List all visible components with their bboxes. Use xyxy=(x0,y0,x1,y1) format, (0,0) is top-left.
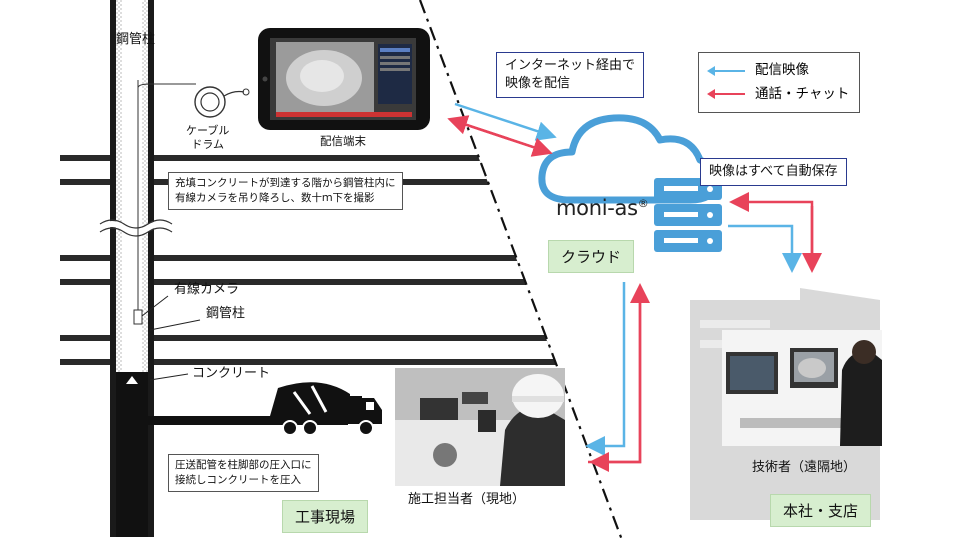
camera-cable xyxy=(133,80,143,325)
cloud-office-arrows xyxy=(728,192,822,273)
steel-column-top-label: 鋼管柱 xyxy=(116,32,156,47)
concrete-rise-arrow xyxy=(126,376,138,384)
cloud-worker-arrows xyxy=(585,282,650,472)
camera-descent-note: 充填コンクリートが到達する階から鋼管柱内に 有線カメラを吊り降ろし、数十ｍ下を撮… xyxy=(168,172,403,211)
engineer-label: 技術者（遠隔地） xyxy=(752,460,857,475)
service-name-text: moni-as xyxy=(556,196,638,220)
pressure-pipe-note: 圧送配管を柱脚部の圧入口に 接続しコンクリートを圧入 xyxy=(168,454,319,493)
site-area-label: 工事現場 xyxy=(282,500,369,533)
blue-arrow-icon xyxy=(707,65,745,76)
mixer-truck-icon xyxy=(270,382,382,436)
site-worker-label: 施工担当者（現地） xyxy=(408,492,526,507)
service-name: moni-as® xyxy=(556,196,649,220)
engineer-photo xyxy=(722,330,882,446)
registered-mark: ® xyxy=(637,197,649,210)
concrete-label: コンクリート xyxy=(192,366,271,381)
camera-descent-note-line1: 充填コンクリートが到達する階から鋼管柱内に xyxy=(175,177,396,189)
internet-note-line1: インターネット経由で xyxy=(505,58,636,73)
pressure-pipe-note-line1: 圧送配管を柱脚部の圧入口に xyxy=(175,459,312,471)
tablet-terminal xyxy=(258,28,430,130)
legend-video: 配信映像 xyxy=(707,59,849,83)
site-cloud-arrows xyxy=(447,102,557,157)
streaming-terminal-label: 配信端末 xyxy=(320,134,366,148)
legend-video-label: 配信映像 xyxy=(755,62,809,78)
office-area-label: 本社・支店 xyxy=(770,494,872,527)
red-arrow-icon xyxy=(707,89,745,100)
cloud-area-label: クラウド xyxy=(548,240,635,273)
site-divider-line xyxy=(418,0,624,541)
auto-save-note: 映像はすべて自動保存 xyxy=(700,158,847,187)
internet-note: インターネット経由で 映像を配信 xyxy=(496,52,645,99)
pressure-pipe-note-line2: 接続しコンクリートを圧入 xyxy=(175,474,301,487)
pressure-pipe xyxy=(148,416,348,425)
site-worker-photo xyxy=(395,368,565,486)
internet-note-line2: 映像を配信 xyxy=(505,76,571,92)
wired-camera-label: 有線カメラ xyxy=(174,282,240,297)
server-icon xyxy=(654,178,722,252)
camera-descent-note-line2: 有線カメラを吊り降ろし、数十ｍ下を撮影 xyxy=(175,192,375,205)
cable-line xyxy=(137,82,196,89)
legend-call: 通話・チャット xyxy=(707,83,850,107)
pointer-lines xyxy=(141,295,201,381)
legend-call-label: 通話・チャット xyxy=(755,85,850,102)
legend: 配信映像 通話・チャット xyxy=(698,52,861,114)
steel-column-mid-label: 鋼管柱 xyxy=(206,306,246,321)
cable-drum-label: ケーブル ドラム xyxy=(186,124,230,151)
cable-drum-icon xyxy=(194,86,250,118)
steel-column xyxy=(110,0,154,537)
